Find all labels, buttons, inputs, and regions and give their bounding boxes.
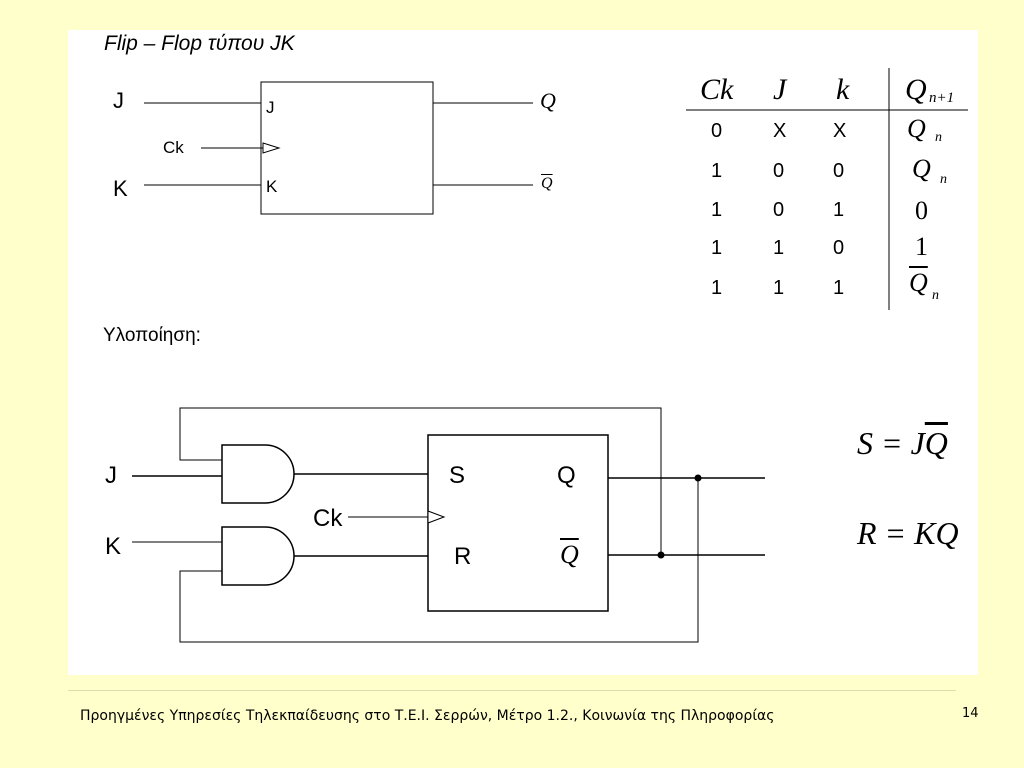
slide-title: Flip – Flop τύπου JK <box>104 32 295 55</box>
tt-r2-ck: 1 <box>711 160 723 182</box>
tt-r1-ck: 0 <box>711 120 723 142</box>
block-input-j: J <box>113 88 124 113</box>
tt-header-q-subscript: n+1 <box>929 90 955 106</box>
feedback-qbar-wire <box>179 407 662 555</box>
tt-r2-sub: n <box>940 172 947 187</box>
circuit-input-j: J <box>105 462 117 489</box>
tt-r5-sub: n <box>932 288 939 303</box>
and-gate-top-icon <box>221 444 295 504</box>
junction-dot-qbar <box>657 551 665 559</box>
tt-header-j: J <box>773 73 787 106</box>
circuit-out-qbar: Q <box>560 540 579 569</box>
footer-divider <box>68 690 956 691</box>
tt-r3-ck: 1 <box>711 199 723 221</box>
circuit-input-k: K <box>105 533 122 560</box>
footer-text: Προηγμένες Υπηρεσίες Τηλεκπαίδευσης στο … <box>80 708 775 724</box>
feedback-q-wire <box>179 478 699 643</box>
block-pin-j: J <box>266 98 275 117</box>
tt-r2-k: 0 <box>833 160 845 182</box>
tt-r1-q: Q <box>907 114 926 143</box>
tt-r4-k: 0 <box>833 237 845 259</box>
block-input-k: K <box>113 176 128 201</box>
implementation-label: Υλοποίηση: <box>103 325 201 346</box>
circuit-clock-triangle-icon <box>427 510 446 524</box>
block-out-q: Q <box>540 88 556 113</box>
page-number: 14 <box>962 706 979 721</box>
block-out-qbar: Q <box>541 175 553 192</box>
tt-r5-k: 1 <box>833 277 845 299</box>
block-input-ck: Ck <box>163 138 184 157</box>
block-pin-k: K <box>266 177 278 196</box>
circuit-pin-r: R <box>454 543 472 570</box>
tt-header-k: k <box>836 73 850 106</box>
tt-r4-j: 1 <box>773 237 785 259</box>
tt-r4-q: 1 <box>915 232 928 261</box>
tt-r1-k: X <box>833 120 847 142</box>
equation-s: S = JQ <box>857 425 948 462</box>
circuit-pin-s: S <box>449 462 466 489</box>
tt-r2-q: Q <box>912 154 931 183</box>
tt-r3-q: 0 <box>915 196 928 225</box>
equation-s-qbar: Q <box>924 425 948 461</box>
circuit-out-q: Q <box>557 462 576 489</box>
tt-r5-ck: 1 <box>711 277 723 299</box>
tt-header-q: Q <box>905 73 927 106</box>
tt-r4-ck: 1 <box>711 237 723 259</box>
tt-r3-j: 0 <box>773 199 785 221</box>
tt-r5-qbar: Q <box>909 268 928 297</box>
tt-r2-j: 0 <box>773 160 785 182</box>
slide-content-panel <box>68 30 978 675</box>
tt-r3-k: 1 <box>833 199 845 221</box>
clock-triangle-icon <box>262 142 281 154</box>
tt-r1-j: X <box>773 120 787 142</box>
equation-r: R = KQ <box>857 515 959 551</box>
circuit-input-ck: Ck <box>313 505 343 532</box>
tt-r1-sub: n <box>935 130 942 145</box>
tt-header-ck: Ck <box>700 73 734 106</box>
equation-s-lhs: S = J <box>857 425 925 461</box>
tt-r5-j: 1 <box>773 277 785 299</box>
junction-dot-q <box>694 474 702 482</box>
and-gate-bottom-icon <box>221 526 295 586</box>
